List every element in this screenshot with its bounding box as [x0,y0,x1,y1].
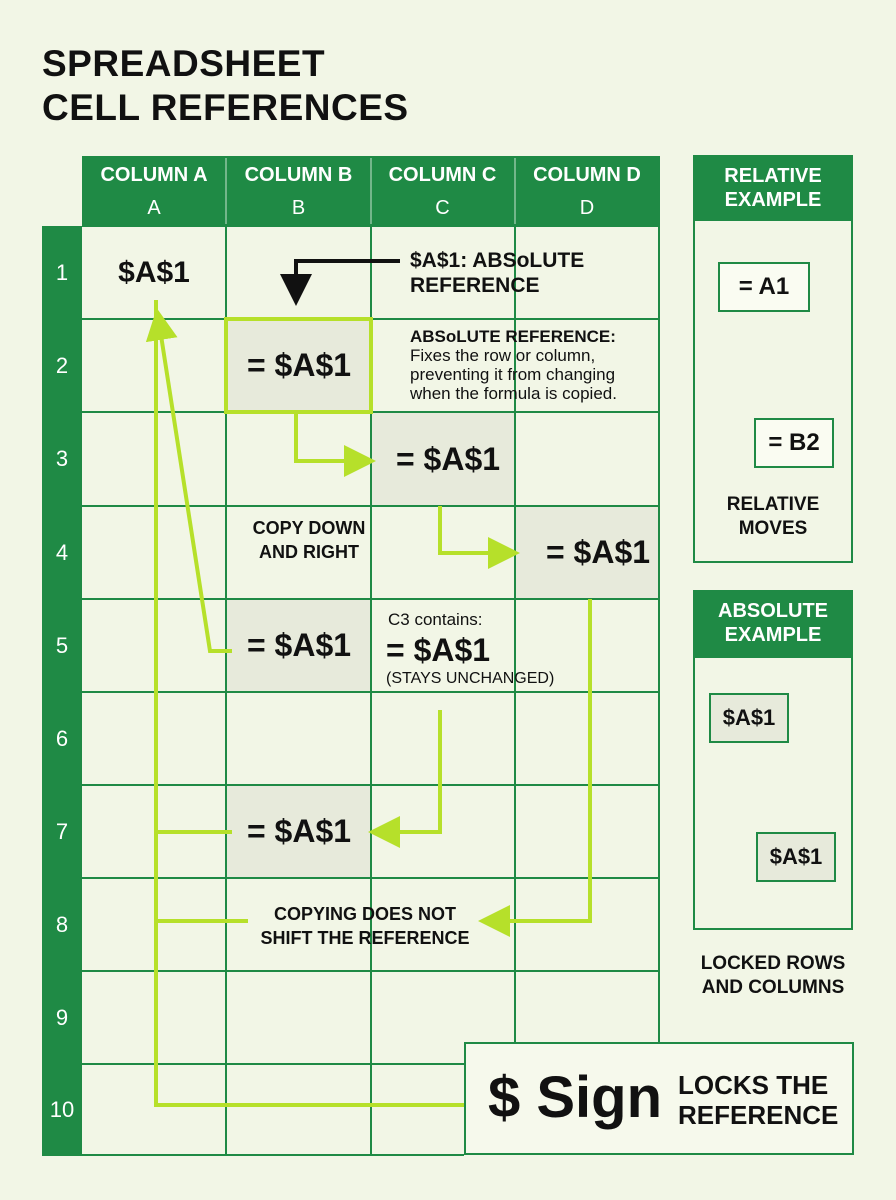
cell-b7-bg [227,785,371,878]
cell-c3-bg [371,413,515,506]
relative-caption: RELATIVE MOVES [726,494,820,539]
row-header-8: 8 [42,878,82,971]
relative-example-panel [693,155,853,563]
cell-c3[interactable]: = $A$1 [395,441,501,477]
relative-example-header: RELATIVE EXAMPLE [693,155,853,221]
cell-b2-bg [227,319,371,412]
relative-box-b2: = B2 [754,418,834,468]
title-line-2: CELL REFERENCES [42,87,409,128]
cell-b5[interactable]: = $A$1 [246,627,352,663]
c3-formula: = $A$1 [386,632,491,668]
absolute-example-header: ABSOLUTE EXAMPLE [693,590,853,658]
cell-b2[interactable]: = $A$1 [246,347,352,383]
row-header-4: 4 [42,506,82,599]
cell-b2-highlight-border [224,317,373,414]
stays-unchanged-label: (STAYS UNCHANGED) [386,670,555,687]
cell-d4-bg [515,506,659,599]
copy-note: COPY DOWN AND RIGHT [252,518,366,562]
page-title: SPREADSHEET CELL REFERENCES [42,42,409,130]
row-header-6: 6 [42,692,82,785]
row-header-1: 1 [42,226,82,319]
sign-label: $ Sign [488,1065,663,1130]
shift-note: COPYING DOES NOT SHIFT THE REFERENCE [260,904,470,948]
c3-contains-label: C3 contains: [388,610,483,629]
title-line-1: SPREADSHEET [42,43,326,84]
sign-text: LOCKS THE REFERENCE [678,1070,839,1130]
row-header-9: 9 [42,971,82,1064]
absolute-label: $A$1: ABSoLUTE REFERENCE [410,249,585,297]
absolute-box-2: $A$1 [756,832,836,882]
row-header-5: 5 [42,599,82,692]
cell-b5-bg [227,599,371,692]
row-header-10: 10 [42,1064,82,1155]
absolute-ref-note: ABSoLUTE REFERENCE: Fixes the row or col… [410,327,617,403]
relative-box-a1: = A1 [718,262,810,312]
cell-a1[interactable]: $A$1 [118,255,190,289]
absolute-box-1: $A$1 [709,693,789,743]
row-header-7: 7 [42,785,82,878]
cell-b7[interactable]: = $A$1 [246,813,352,849]
sign-box: $ Sign LOCKS THE REFERENCE [464,1042,854,1155]
absolute-caption: LOCKED ROWS AND COLUMNS [700,953,846,998]
cell-d4[interactable]: = $A$1 [545,534,651,570]
row-header-2: 2 [42,319,82,412]
row-header-3: 3 [42,412,82,506]
